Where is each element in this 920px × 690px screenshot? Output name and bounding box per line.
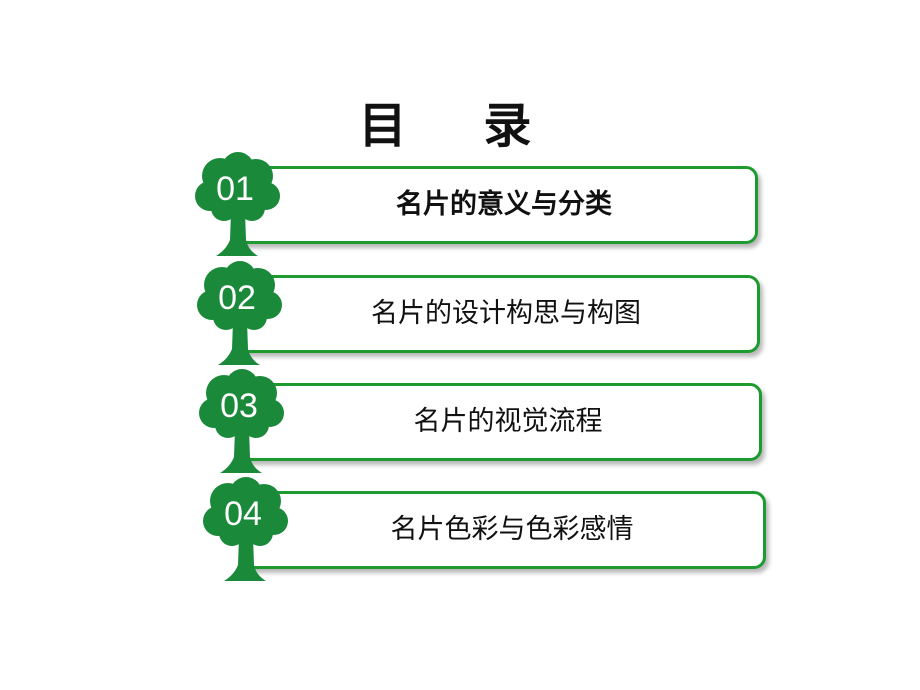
item-label: 名片的设计构思与构图 xyxy=(371,298,641,329)
item-label: 名片色彩与色彩感情 xyxy=(390,514,634,545)
toc-item-3[interactable]: 03 名片的视觉流程 xyxy=(198,369,798,473)
toc-item-2[interactable]: 02 名片的设计构思与构图 xyxy=(196,261,796,365)
page-title: 目 录 xyxy=(358,98,562,154)
tree-icon xyxy=(194,152,280,264)
tree-icon xyxy=(202,477,288,589)
toc-item-box[interactable] xyxy=(236,383,762,461)
item-label: 名片的视觉流程 xyxy=(413,406,603,437)
tree-icon xyxy=(196,261,282,373)
item-number: 04 xyxy=(224,495,262,533)
item-number: 02 xyxy=(218,279,256,317)
toc-item-4[interactable]: 04 名片色彩与色彩感情 xyxy=(202,477,802,581)
item-label: 名片的意义与分类 xyxy=(396,189,612,220)
item-number: 01 xyxy=(216,170,254,208)
tree-icon xyxy=(198,369,284,481)
toc-item-box[interactable] xyxy=(232,166,758,244)
toc-item-1[interactable]: 01 名片的意义与分类 xyxy=(194,152,794,256)
item-number: 03 xyxy=(220,387,258,425)
